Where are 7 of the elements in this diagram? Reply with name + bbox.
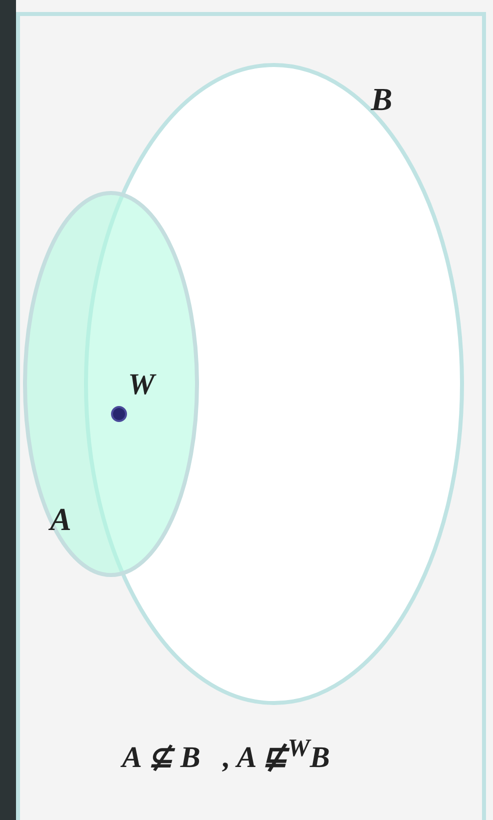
set-ellipse — [23, 191, 199, 577]
point-label: W — [128, 370, 155, 400]
set-label: B — [371, 83, 392, 115]
set-label: A — [50, 503, 72, 535]
relation-caption: A ⊈ B , A ⋢$^{W}$B — [122, 736, 330, 773]
frame — [16, 12, 486, 820]
set-ellipse — [84, 63, 464, 705]
